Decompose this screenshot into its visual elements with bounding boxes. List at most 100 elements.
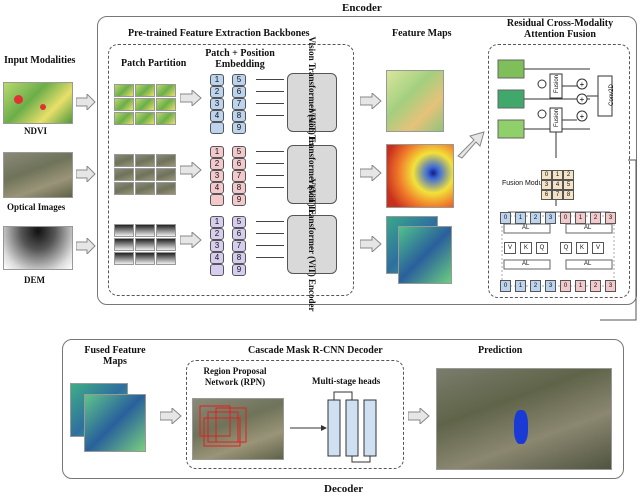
- rcmaf-diagram: + + +: [497, 59, 615, 287]
- feature-map-dem-front: [398, 226, 452, 284]
- fusion-grid-cell: 2: [563, 170, 574, 180]
- token: 3: [210, 98, 224, 110]
- fusion-grid-cell: 0: [541, 170, 552, 180]
- fusion-grid-cell: 8: [563, 190, 574, 200]
- sequence-token: 3: [605, 212, 616, 224]
- encoder-decoder-connector: [600, 159, 637, 321]
- optical-image: [3, 152, 73, 198]
- patch-tile: [156, 112, 176, 125]
- token: 9: [232, 122, 246, 134]
- token-arrow: [256, 257, 284, 258]
- encoder-title: Encoder: [342, 2, 382, 14]
- token: 2: [210, 86, 224, 98]
- patch-tile: [156, 238, 176, 251]
- rcmaf-title: Residual Cross-Modality Attention Fusion: [506, 18, 614, 40]
- sequence-token: 2: [590, 280, 601, 292]
- patch-tile: [135, 84, 155, 97]
- rpn-boxes: [199, 405, 247, 447]
- backbones-panel: [108, 44, 354, 296]
- cascade-title: Cascade Mask R-CNN Decoder: [248, 345, 383, 356]
- token-arrow: [256, 221, 284, 222]
- token: 7: [232, 98, 246, 110]
- patch-tile: [114, 98, 134, 111]
- qkv-k-cell: K: [520, 242, 532, 254]
- patch-tile: [135, 154, 155, 167]
- patch-tile: [156, 168, 176, 181]
- arrow-icon: [408, 408, 430, 424]
- rpn-title: Region Proposal Network (RPN): [203, 366, 267, 387]
- fusion-grid-cell: 3: [541, 180, 552, 190]
- token: [210, 122, 224, 134]
- patch-tile: [114, 168, 134, 181]
- ndvi-red-spot: [14, 95, 23, 104]
- prediction-mask: [514, 410, 528, 444]
- patch-tile: [114, 84, 134, 97]
- token: [210, 264, 224, 276]
- token: 3: [210, 240, 224, 252]
- token: 5: [232, 74, 246, 86]
- rcmaf-input-dem: [497, 119, 525, 139]
- patch-tile: [135, 98, 155, 111]
- token: 2: [210, 228, 224, 240]
- sequence-token: 2: [530, 212, 541, 224]
- fusion-label: Fusion: [554, 74, 561, 94]
- ndvi-image: [3, 82, 73, 124]
- arrow-icon: [180, 232, 202, 248]
- al-label: AL: [522, 225, 530, 231]
- sequence-token: 2: [590, 212, 601, 224]
- sequence-token: 3: [605, 280, 616, 292]
- fusion-grid-cell: 4: [552, 180, 563, 190]
- prediction-title: Prediction: [478, 345, 523, 356]
- patch-tile: [135, 112, 155, 125]
- token: 8: [232, 252, 246, 264]
- arrow-icon: [180, 162, 202, 178]
- token: [210, 194, 224, 206]
- patch-tile: [156, 224, 176, 237]
- arrow-icon: [457, 131, 485, 159]
- token-arrow: [256, 175, 284, 176]
- patch-tile: [156, 252, 176, 265]
- fusion-grid-cell: 5: [563, 180, 574, 190]
- patch-tile: [156, 84, 176, 97]
- rcmaf-panel: [488, 44, 630, 298]
- token: 6: [232, 158, 246, 170]
- patch-tile: [156, 154, 176, 167]
- modality-label-optical: Optical Images: [7, 202, 66, 212]
- vit-encoder-ndvi: Vision Transformer (ViT) Encoder: [287, 36, 337, 169]
- arrow-icon: [76, 238, 96, 254]
- patch-tile: [135, 182, 155, 195]
- patch-tile: [135, 252, 155, 265]
- token: 9: [232, 264, 246, 276]
- arrow-icon: [360, 236, 382, 252]
- fusion-label: Fusion: [554, 108, 561, 128]
- patch-tile: [114, 154, 134, 167]
- arrow-icon: [160, 408, 182, 424]
- feature-map-optical: [386, 144, 454, 208]
- token-arrow: [256, 233, 284, 234]
- sequence-token: 0: [560, 280, 571, 292]
- patch-tile: [156, 98, 176, 111]
- token-arrow: [256, 103, 284, 104]
- patch-tile: [135, 224, 155, 237]
- arrow-icon: [76, 166, 96, 182]
- al-label: AL: [584, 261, 592, 267]
- sequence-token: 0: [500, 280, 511, 292]
- multistage-heads: [290, 391, 377, 463]
- token: 4: [210, 252, 224, 264]
- token: 7: [232, 170, 246, 182]
- patch-tile: [114, 224, 134, 237]
- multistage-title: Multi-stage heads: [312, 376, 381, 386]
- arrow-icon: [360, 165, 382, 181]
- token: 1: [210, 74, 224, 86]
- qkv-q-cell: Q: [560, 242, 572, 254]
- patch-tile: [114, 238, 134, 251]
- patch-tile: [114, 182, 134, 195]
- token-arrow: [256, 163, 284, 164]
- dem-image: [3, 226, 73, 270]
- qkv-v-cell: V: [504, 242, 516, 254]
- sequence-token: 0: [500, 212, 511, 224]
- patch-tile: [156, 182, 176, 195]
- input-modalities-title: Input Modalities: [4, 55, 76, 66]
- token: 7: [232, 240, 246, 252]
- cascade-panel: [186, 360, 404, 469]
